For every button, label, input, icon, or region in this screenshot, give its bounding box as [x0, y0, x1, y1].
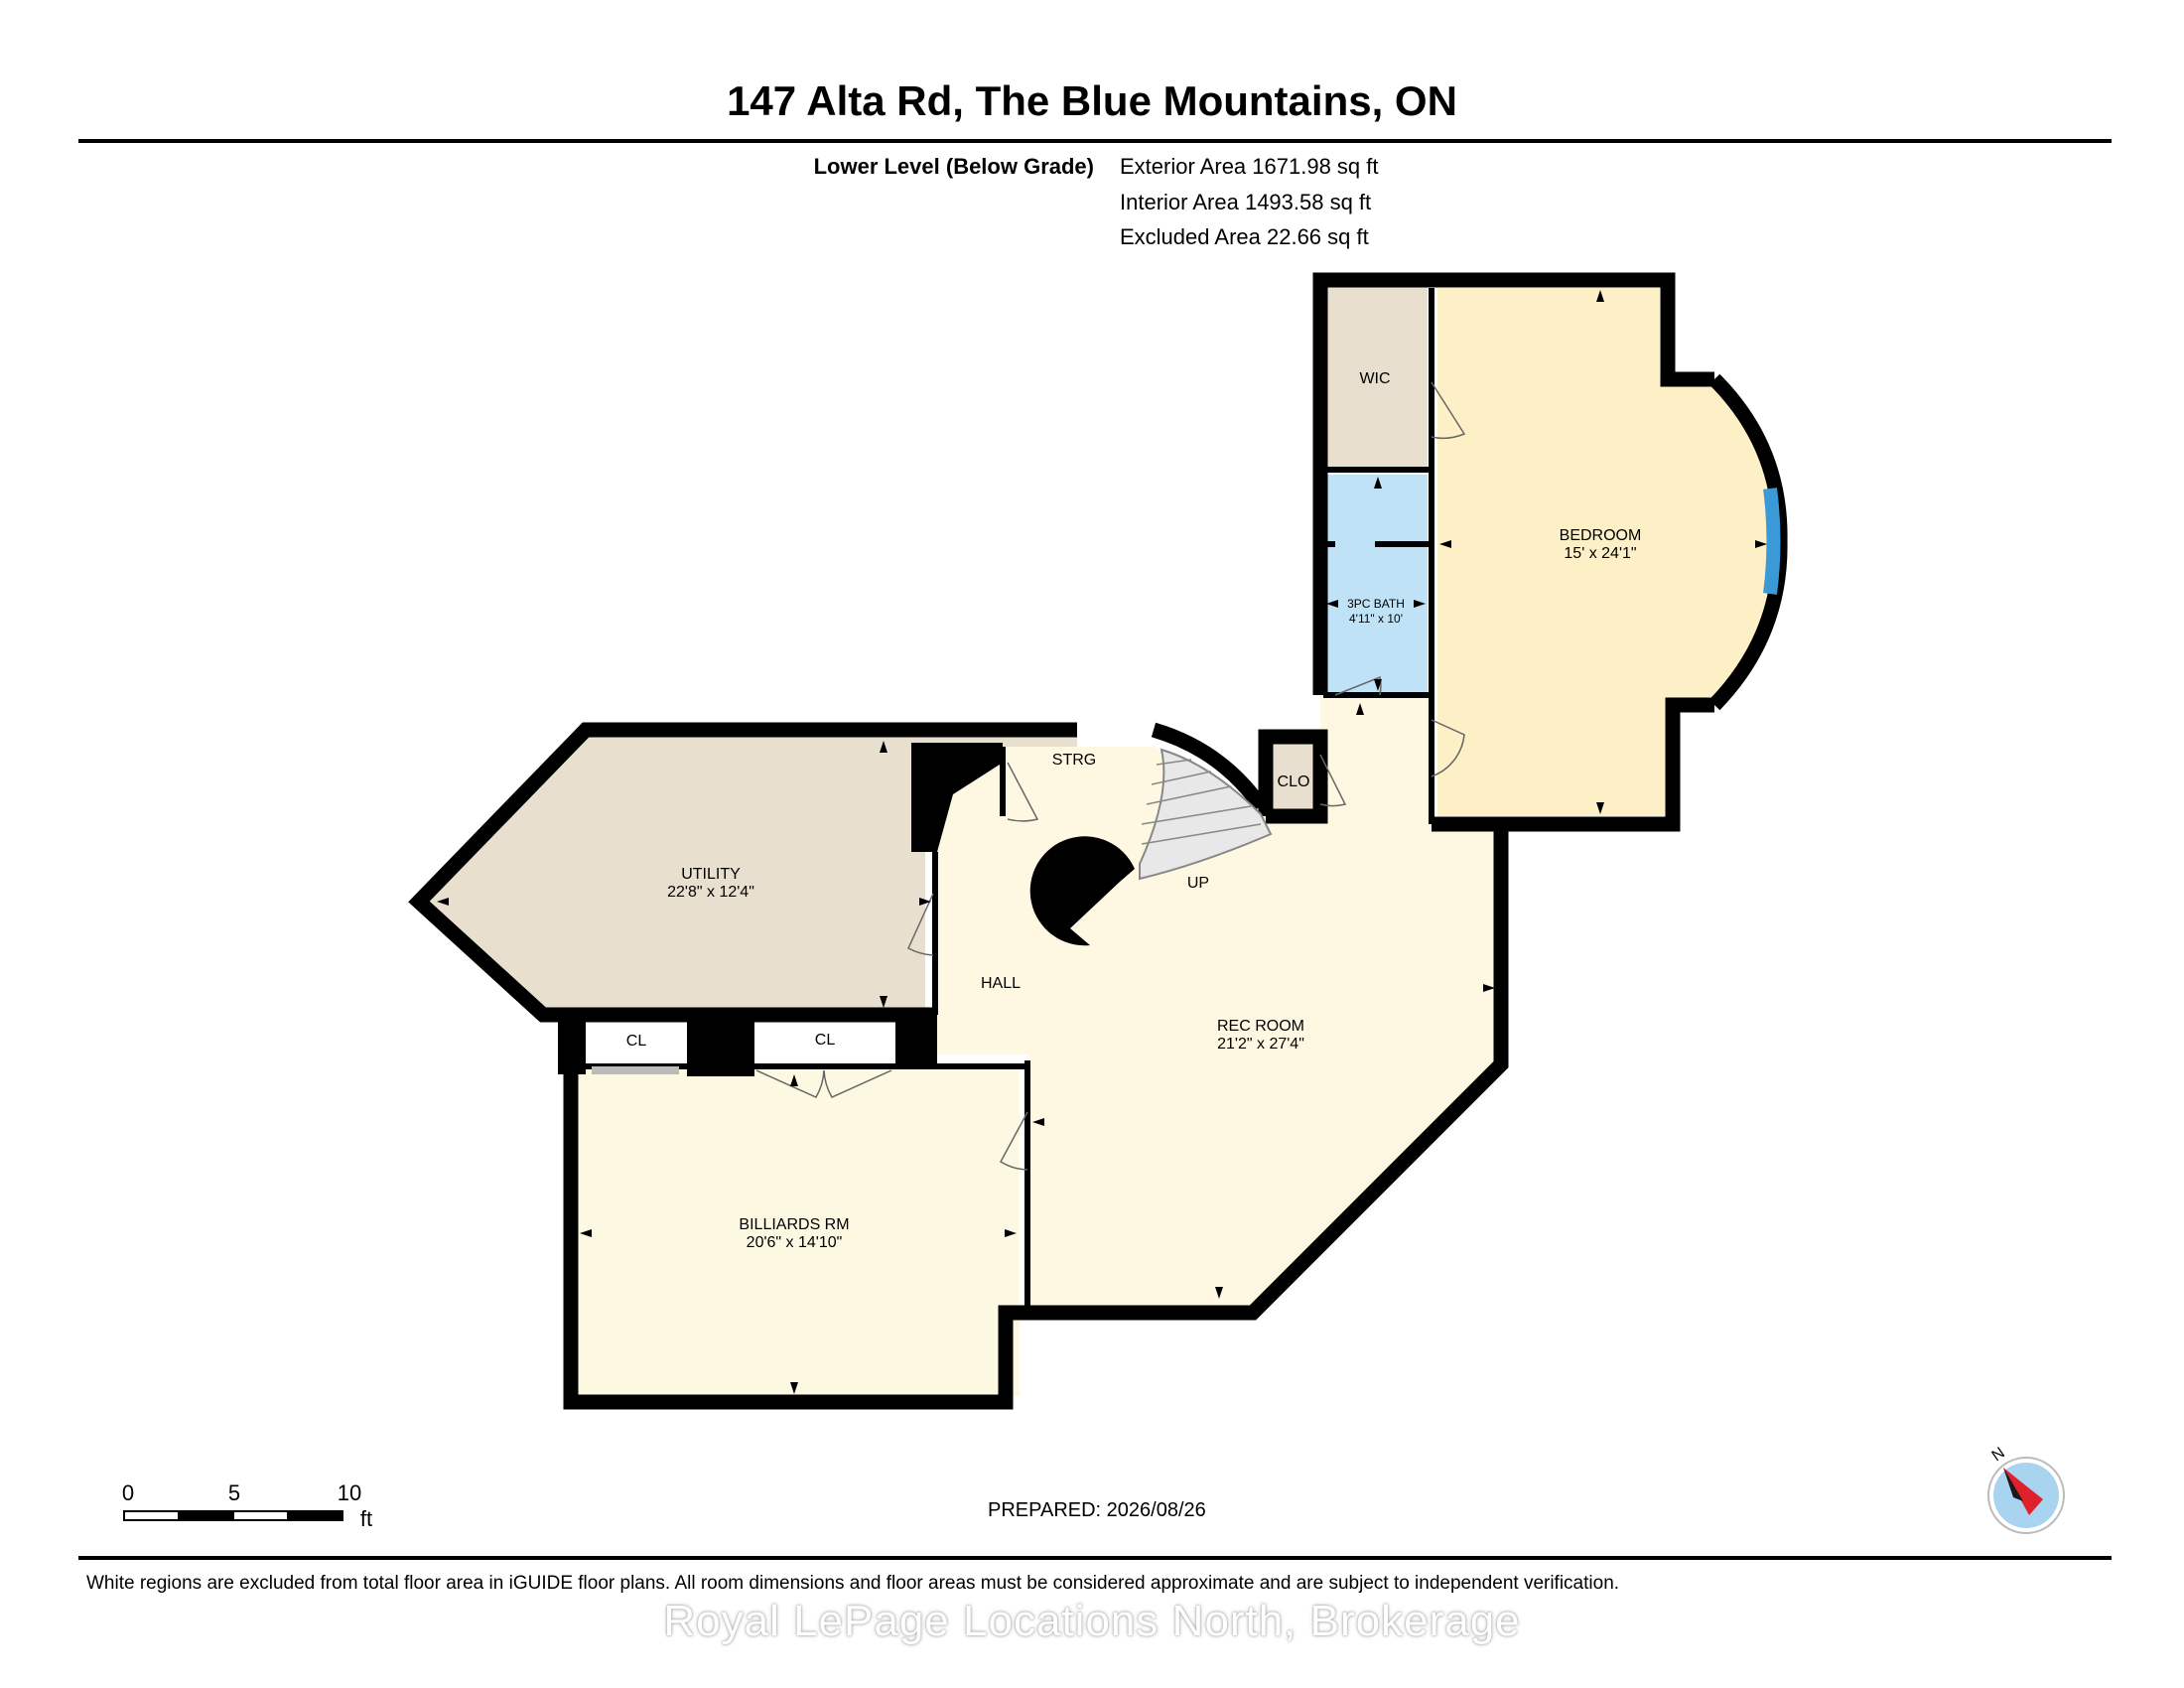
dim-arrow: [919, 898, 931, 906]
wic-label: WIC: [1359, 370, 1390, 387]
dim-arrow: [1596, 290, 1604, 302]
billiards-walls: [563, 824, 1509, 1410]
dim-arrow: [1032, 1118, 1044, 1126]
closet-block-right: [895, 1015, 937, 1066]
billiards-label: BILLIARDS RM: [739, 1216, 849, 1233]
brokerage-watermark: Royal LePage Locations North, Brokerage: [663, 1597, 1521, 1645]
bedroom-walls: [1312, 272, 1714, 695]
dim-arrow: [1356, 703, 1364, 715]
dim-arrow: [437, 898, 449, 906]
hall-label: HALL: [981, 975, 1021, 992]
dim-arrow: [880, 996, 887, 1008]
utility-label: UTILITY: [681, 866, 741, 883]
door-utility: [907, 893, 934, 956]
stair-tread-line: [1146, 785, 1232, 805]
prepared-date: PREPARED: 2026/08/26: [988, 1499, 1206, 1521]
scale-bar: [123, 1510, 343, 1521]
level-name: Lower Level (Below Grade): [813, 154, 1094, 179]
dim-arrow: [1005, 1229, 1017, 1237]
cl-left-room: [586, 1018, 687, 1062]
dim-arrow: [790, 1382, 798, 1394]
dim-arrow: [1483, 984, 1495, 992]
scale-tick-5: 5: [228, 1480, 240, 1505]
utility-dims: 22'8" x 12'4": [667, 884, 754, 901]
rec-room-label: REC ROOM: [1217, 1018, 1304, 1035]
door-wic: [1431, 381, 1466, 440]
closet-block-mid: [687, 1015, 754, 1076]
excluded-area: Excluded Area 22.66 sq ft: [1120, 224, 1369, 249]
clo-room: [1266, 737, 1313, 816]
door-strg: [1007, 762, 1039, 822]
interior-area: Interior Area 1493.58 sq ft: [1120, 190, 1372, 214]
strg-label: STRG: [1052, 752, 1096, 769]
door-cl-right-b: [823, 1069, 892, 1098]
hall-corner-block: [911, 743, 1003, 852]
stair-tread-line: [1141, 805, 1252, 825]
scale-tick-10: 10: [338, 1480, 361, 1505]
door-billiards: [1000, 1111, 1028, 1171]
stair-tread-line: [1141, 823, 1262, 845]
utility-walls: [408, 722, 1077, 1023]
bedroom-room: [1437, 288, 1787, 816]
dim-arrow: [1326, 600, 1338, 608]
bedroom-label: BEDROOM: [1560, 527, 1642, 544]
dim-arrow: [580, 1229, 592, 1237]
dim-arrow: [1439, 540, 1451, 548]
spiral-stair-core: [1029, 836, 1135, 946]
door-clo: [1319, 754, 1347, 807]
dim-arrow: [790, 1074, 798, 1086]
stair-curve-wall: [1151, 722, 1268, 811]
cl-left-label: CL: [626, 1033, 647, 1050]
disclaimer: White regions are excluded from total fl…: [86, 1573, 1620, 1594]
exterior-area: Exterior Area 1671.98 sq ft: [1120, 154, 1379, 179]
scale-unit: ft: [360, 1506, 372, 1531]
rec-room-dims: 21'2" x 27'4": [1217, 1036, 1304, 1053]
bedroom-dims: 15' x 24'1": [1564, 545, 1636, 562]
bedroom-lower-walls: [1432, 697, 1714, 832]
closet-block-left: [558, 1015, 586, 1074]
scale-tick-0: 0: [122, 1480, 134, 1505]
dim-arrow: [1374, 477, 1382, 489]
door-bedroom: [1431, 719, 1465, 777]
bath-label: 3PC BATH: [1347, 597, 1405, 611]
wic-room: [1320, 286, 1428, 470]
clo-walls: [1258, 729, 1328, 824]
dim-arrow: [1374, 679, 1382, 691]
bay-window: [1763, 488, 1781, 595]
dim-arrow: [880, 741, 887, 753]
door-bath: [1334, 675, 1382, 696]
compass-north-label: N: [1989, 1445, 2008, 1466]
bath-room: [1320, 475, 1428, 693]
cl-right-room: [754, 1018, 895, 1062]
dim-arrow: [1755, 540, 1767, 548]
billiards-room: [571, 1070, 1020, 1396]
title-divider: [78, 139, 2112, 143]
cl-right-label: CL: [815, 1032, 836, 1049]
compass-icon: N: [1987, 1445, 2065, 1534]
footer-divider: [78, 1556, 2112, 1560]
dim-arrow: [1414, 600, 1426, 608]
stair-tread-line: [1151, 771, 1212, 785]
dim-arrow: [1215, 1287, 1223, 1299]
dim-arrow: [1596, 802, 1604, 814]
billiards-dims: 20'6" x 14'10": [747, 1234, 843, 1251]
stair-tread-line: [1156, 759, 1192, 766]
clo-label: CLO: [1278, 774, 1310, 790]
up-label: UP: [1187, 875, 1209, 892]
bath-dims: 4'11" x 10': [1349, 612, 1403, 626]
page-title: 147 Alta Rd, The Blue Mountains, ON: [727, 77, 1457, 124]
